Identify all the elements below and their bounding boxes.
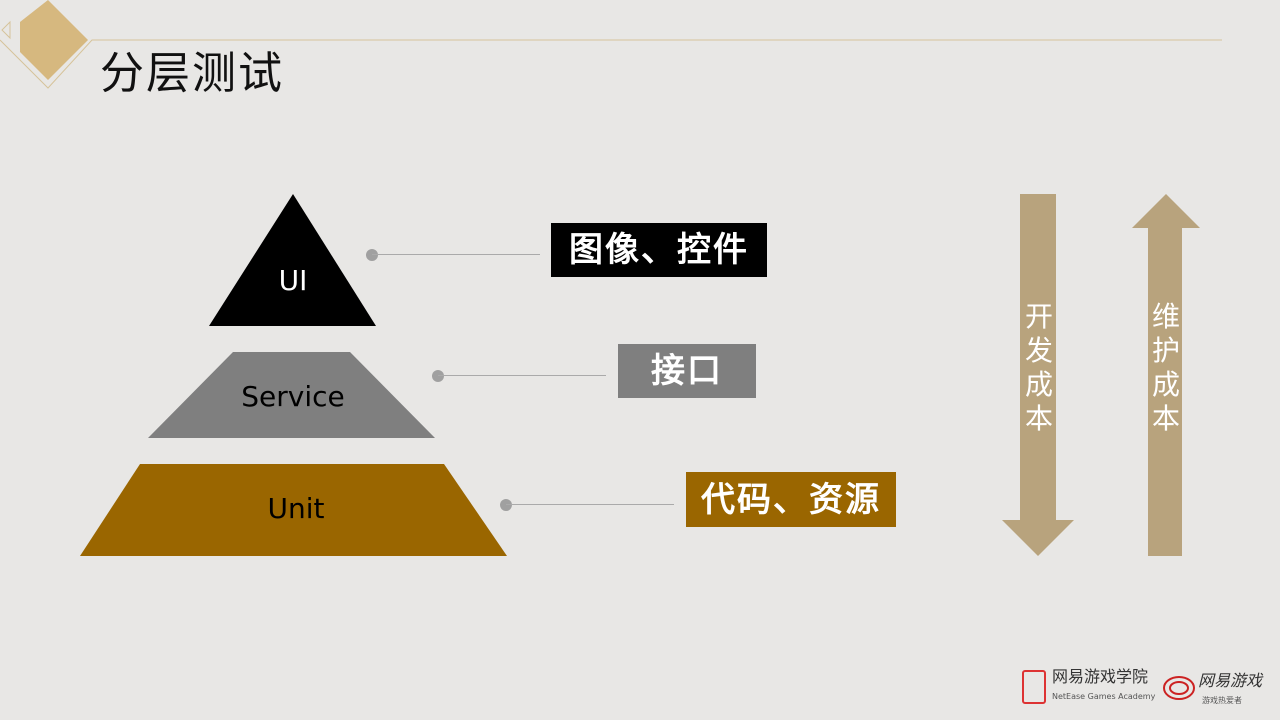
pyramid-service-layer xyxy=(148,352,435,438)
up-arrow-icon xyxy=(1132,194,1200,556)
page-title: 分层测试 xyxy=(100,48,284,99)
label-service: 接口 xyxy=(618,344,756,398)
cost-arrows xyxy=(1002,194,1200,556)
connector-dot xyxy=(366,249,378,261)
connector-dot xyxy=(432,370,444,382)
netease-games-name: 网易游戏 xyxy=(1198,671,1263,690)
connector-line xyxy=(438,375,606,376)
label-unit: 代码、资源 xyxy=(686,472,896,527)
pyramid-ui-label: UI xyxy=(278,264,308,297)
down-arrow-icon xyxy=(1002,194,1074,556)
academy-name: 网易游戏学院 xyxy=(1052,667,1149,686)
development-cost-label: 开发成本 xyxy=(1024,300,1053,435)
pyramid-ui-layer xyxy=(209,194,376,326)
netease-games-logo-icon xyxy=(1163,676,1195,700)
header-decoration xyxy=(0,0,1222,89)
connector-line xyxy=(506,504,674,505)
connector-line xyxy=(372,254,540,255)
pyramid-unit-label: Unit xyxy=(267,492,325,525)
connector-dot xyxy=(500,499,512,511)
pyramid xyxy=(80,194,507,556)
label-ui: 图像、控件 xyxy=(551,223,767,277)
maintenance-cost-label: 维护成本 xyxy=(1151,300,1180,435)
academy-logo-icon xyxy=(1022,670,1046,704)
diamond-logo xyxy=(20,0,88,80)
pyramid-service-label: Service xyxy=(241,380,345,413)
netease-games-sub: 游戏热爱者 xyxy=(1202,696,1242,705)
pyramid-unit-layer xyxy=(80,464,507,556)
academy-name-en: NetEase Games Academy xyxy=(1052,692,1156,701)
